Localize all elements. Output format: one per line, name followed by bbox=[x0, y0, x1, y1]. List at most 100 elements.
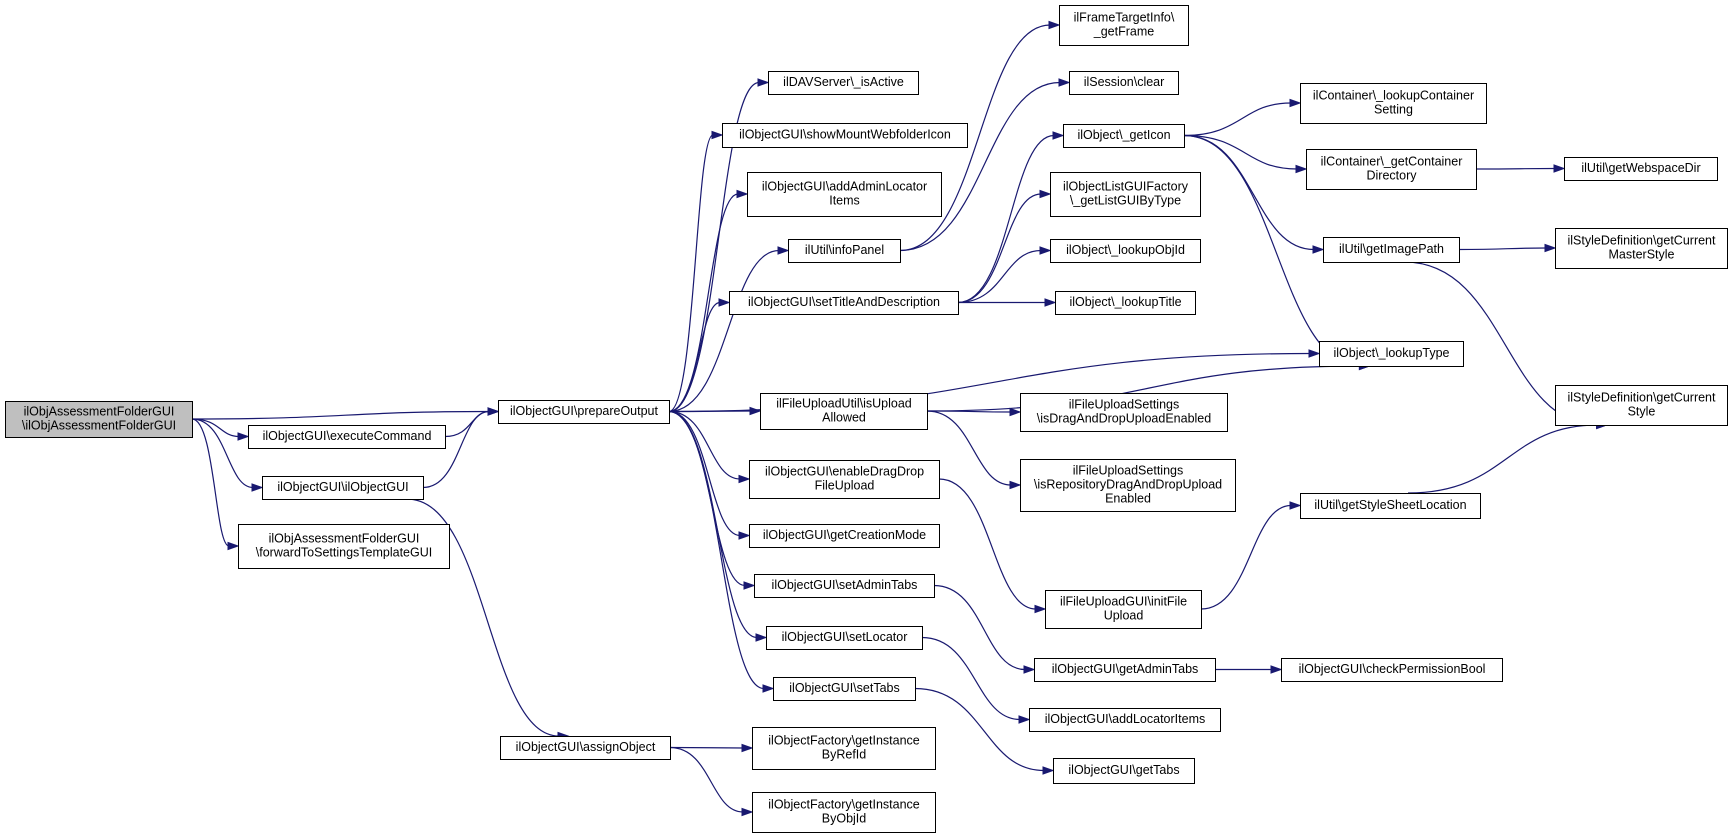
node-box[interactable] bbox=[722, 123, 968, 148]
node-root[interactable]: ilObjAssessmentFolderGUI\ilObjAssessment… bbox=[5, 401, 193, 438]
edge-set-locator-to-add-locator-items bbox=[921, 636, 1021, 721]
node-il-object-guictor[interactable]: ilObjectGUI\ilObjectGUI bbox=[262, 476, 424, 500]
arrowhead bbox=[736, 189, 749, 199]
node-label-line: ilDAVServer\_isActive bbox=[783, 75, 904, 89]
node-forward-to-settings[interactable]: ilObjAssessmentFolderGUI\forwardToSettin… bbox=[238, 524, 450, 569]
node-box[interactable] bbox=[1020, 393, 1228, 432]
node-session-clear[interactable]: ilSession\clear bbox=[1069, 71, 1179, 95]
node-box[interactable] bbox=[5, 401, 193, 438]
node-get-frame[interactable]: ilFrameTargetInfo\_getFrame bbox=[1059, 5, 1189, 46]
node-box[interactable] bbox=[747, 172, 942, 217]
node-box[interactable] bbox=[768, 71, 919, 95]
node-get-image-path[interactable]: ilUtil\getImagePath bbox=[1323, 237, 1460, 263]
node-dav-is-active[interactable]: ilDAVServer\_isActive bbox=[768, 71, 919, 95]
node-box[interactable] bbox=[1281, 658, 1503, 682]
node-box[interactable] bbox=[1045, 590, 1202, 629]
node-set-title-desc[interactable]: ilObjectGUI\setTitleAndDescription bbox=[729, 291, 959, 315]
node-box[interactable] bbox=[1323, 237, 1460, 263]
edge-prepare-output-to-set-locator bbox=[668, 410, 758, 639]
edge-get-icon-to-get-container-directory bbox=[1183, 134, 1298, 170]
arrowhead bbox=[1553, 164, 1566, 173]
node-prepare-output[interactable]: ilObjectGUI\prepareOutput bbox=[498, 400, 670, 424]
node-box[interactable] bbox=[1319, 341, 1464, 367]
node-box[interactable] bbox=[1029, 708, 1221, 732]
node-get-admin-tabs[interactable]: ilObjectGUI\getAdminTabs bbox=[1034, 658, 1216, 682]
node-assign-object[interactable]: ilObjectGUI\assignObject bbox=[500, 736, 671, 760]
node-lookup-title[interactable]: ilObject\_lookupTitle bbox=[1055, 291, 1196, 315]
node-set-tabs[interactable]: ilObjectGUI\setTabs bbox=[773, 677, 916, 701]
node-box[interactable] bbox=[749, 460, 940, 499]
node-box[interactable] bbox=[1059, 5, 1189, 46]
node-box[interactable] bbox=[1053, 758, 1195, 784]
node-box[interactable] bbox=[752, 792, 936, 833]
node-label-line: ilObjectFactory\getInstance bbox=[768, 734, 920, 748]
node-execute-command[interactable]: ilObjectGUI\executeCommand bbox=[248, 425, 446, 449]
arrowhead bbox=[1544, 243, 1557, 253]
node-box[interactable] bbox=[752, 727, 936, 770]
node-add-locator-items[interactable]: ilObjectGUI\addLocatorItems bbox=[1029, 708, 1221, 732]
node-box[interactable] bbox=[754, 574, 935, 598]
node-check-permission-bool[interactable]: ilObjectGUI\checkPermissionBool bbox=[1281, 658, 1503, 682]
arrowhead bbox=[757, 78, 770, 87]
node-box[interactable] bbox=[1055, 291, 1196, 315]
node-box[interactable] bbox=[238, 524, 450, 569]
node-get-creation-mode[interactable]: ilObjectGUI\getCreationMode bbox=[749, 524, 940, 548]
node-label-line: Setting bbox=[1374, 103, 1413, 117]
node-box[interactable] bbox=[1034, 658, 1216, 682]
edge-get-style-sheet-location-to-get-current-style bbox=[1407, 424, 1598, 494]
node-get-webspace-dir[interactable]: ilUtil\getWebspaceDir bbox=[1564, 157, 1718, 181]
node-box[interactable] bbox=[749, 524, 940, 548]
node-box[interactable] bbox=[1555, 228, 1728, 269]
node-label-line: ilObject\_lookupType bbox=[1333, 346, 1449, 360]
node-get-style-sheet-location[interactable]: ilUtil\getStyleSheetLocation bbox=[1300, 493, 1481, 519]
node-box[interactable] bbox=[1020, 459, 1236, 512]
node-info-panel[interactable]: ilUtil\infoPanel bbox=[788, 239, 901, 263]
node-box[interactable] bbox=[262, 476, 424, 500]
node-box[interactable] bbox=[1063, 124, 1185, 148]
edge-prepare-output-to-enable-drag-drop bbox=[668, 410, 741, 480]
node-box[interactable] bbox=[248, 425, 446, 449]
node-set-admin-tabs[interactable]: ilObjectGUI\setAdminTabs bbox=[754, 574, 935, 598]
node-box[interactable] bbox=[766, 626, 923, 650]
node-box[interactable] bbox=[498, 400, 670, 424]
node-box[interactable] bbox=[500, 736, 671, 760]
node-box[interactable] bbox=[1300, 83, 1487, 124]
node-is-repo-drag-and-drop[interactable]: ilFileUploadSettings\isRepositoryDragAnd… bbox=[1020, 459, 1236, 512]
node-get-tabs[interactable]: ilObjectGUI\getTabs bbox=[1053, 758, 1195, 784]
node-get-icon[interactable]: ilObject\_getIcon bbox=[1063, 124, 1185, 148]
node-get-list-guiby-type[interactable]: ilObjectListGUIFactory\_getListGUIByType bbox=[1050, 172, 1201, 217]
node-box[interactable] bbox=[1050, 239, 1201, 263]
arrowhead bbox=[718, 298, 731, 307]
node-box[interactable] bbox=[1564, 157, 1718, 181]
node-set-locator[interactable]: ilObjectGUI\setLocator bbox=[766, 626, 923, 650]
node-box[interactable] bbox=[1300, 493, 1481, 519]
node-box[interactable] bbox=[1069, 71, 1179, 95]
node-is-drag-and-drop[interactable]: ilFileUploadSettings\isDragAndDropUpload… bbox=[1020, 393, 1228, 432]
node-box[interactable] bbox=[1050, 172, 1201, 217]
node-label-line: ByObjId bbox=[822, 812, 867, 826]
arrowhead bbox=[741, 807, 754, 817]
node-box[interactable] bbox=[760, 393, 928, 430]
node-box[interactable] bbox=[729, 291, 959, 315]
node-lookup-obj-id[interactable]: ilObject\_lookupObjId bbox=[1050, 239, 1201, 263]
node-show-mount[interactable]: ilObjectGUI\showMountWebfolderIcon bbox=[722, 123, 968, 148]
node-box[interactable] bbox=[1555, 385, 1728, 426]
node-label-line: ilObjectGUI\setLocator bbox=[782, 630, 908, 644]
edge-prepare-output-to-add-admin-locator bbox=[668, 193, 739, 413]
node-box[interactable] bbox=[1306, 149, 1477, 190]
node-lookup-type[interactable]: ilObject\_lookupType bbox=[1319, 341, 1464, 367]
node-box[interactable] bbox=[788, 239, 901, 263]
arrowhead bbox=[1058, 78, 1071, 87]
arrowhead bbox=[1039, 189, 1052, 199]
node-box[interactable] bbox=[773, 677, 916, 701]
